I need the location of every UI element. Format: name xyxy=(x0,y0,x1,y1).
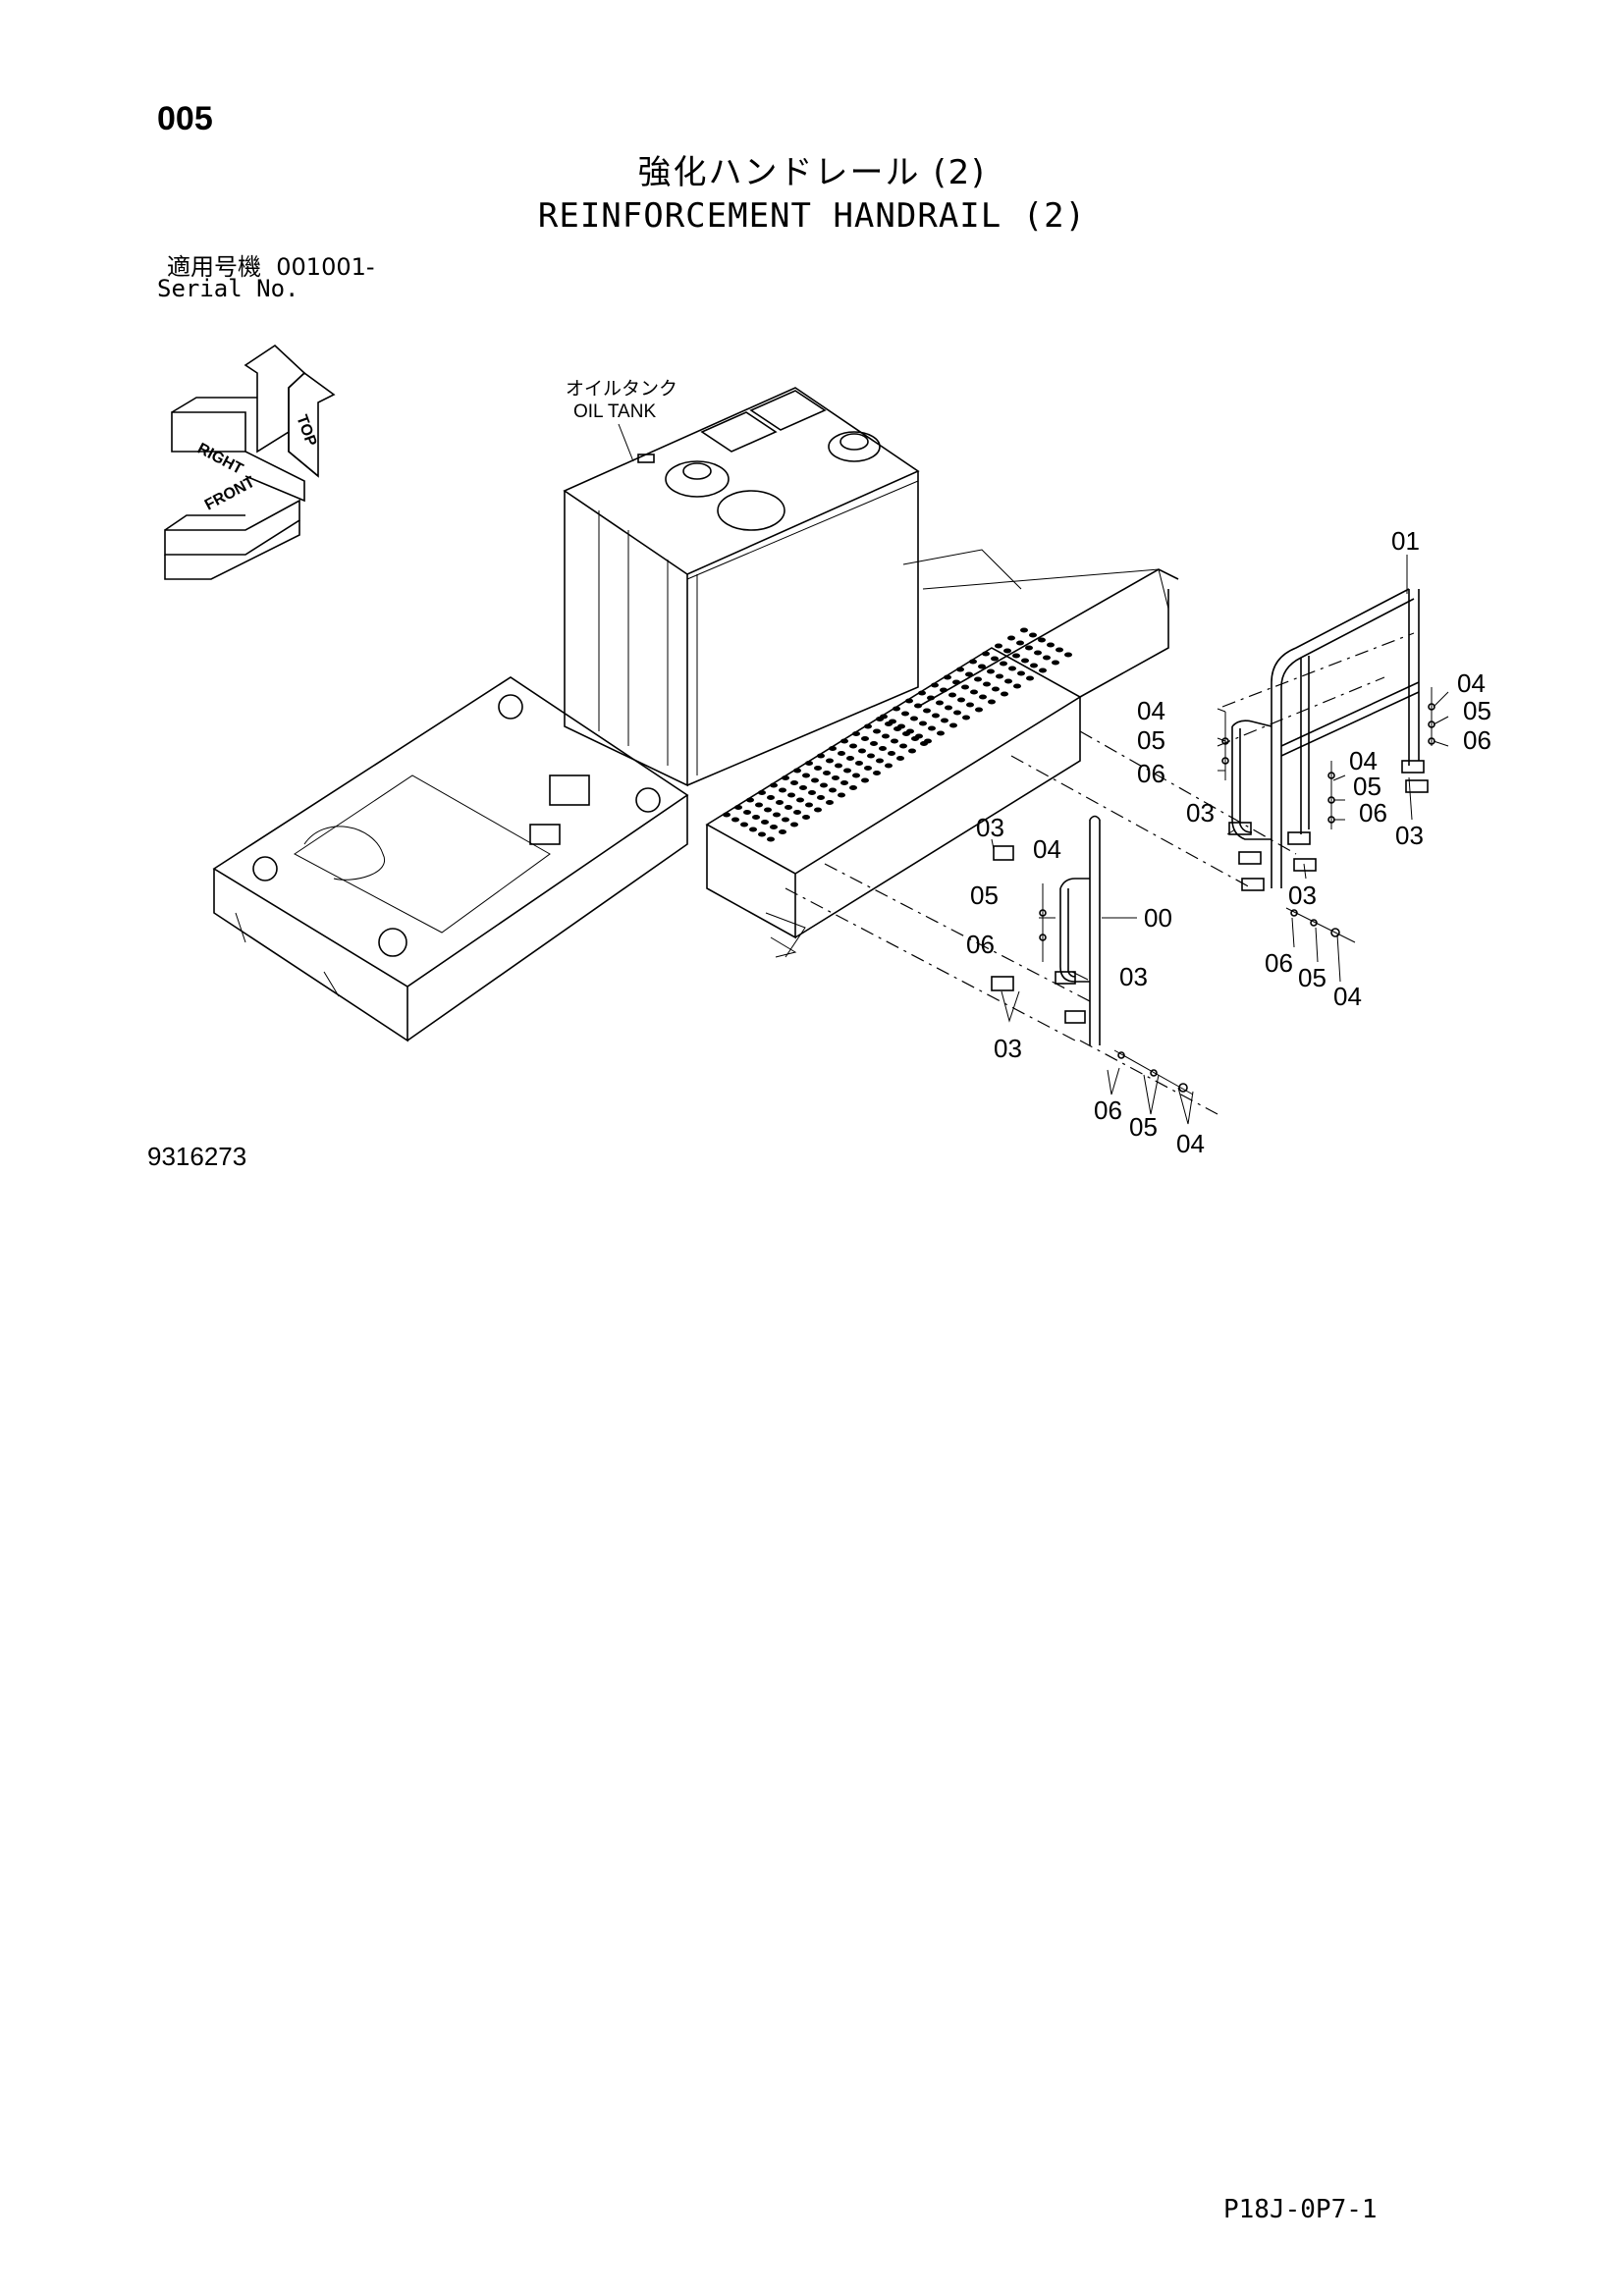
axis-top-label: TOP xyxy=(293,413,319,450)
callout-04: 04 xyxy=(1457,668,1486,698)
oil-tank-leader xyxy=(618,423,634,462)
serial-value: 001001- xyxy=(276,253,375,281)
serial-label-japanese: 適用号機 001001- xyxy=(167,247,375,282)
page-number: 005 xyxy=(157,100,213,137)
callout-04: 04 xyxy=(1033,834,1061,864)
title-japanese: 強化ハンドレール (2) xyxy=(637,153,987,192)
callout-00: 00 xyxy=(1144,903,1172,933)
callout-06: 06 xyxy=(1137,759,1165,788)
leader-lines xyxy=(991,555,1449,1125)
drawing-number: 9316273 xyxy=(147,1142,247,1171)
callout-06: 06 xyxy=(1094,1095,1122,1125)
handrail-00 xyxy=(991,815,1101,1045)
callout-01: 01 xyxy=(1391,526,1420,556)
handrail-01 xyxy=(1228,588,1429,891)
orientation-indicator: TOP RIGHT FRONT xyxy=(164,344,336,580)
callout-03: 03 xyxy=(994,1034,1022,1063)
callout-06: 06 xyxy=(1265,948,1293,978)
callout-06: 06 xyxy=(966,930,995,959)
axis-right-label: RIGHT xyxy=(194,441,245,478)
oil-tank-label-en: OIL TANK xyxy=(573,401,656,422)
callouts: 00 01 03 03 03 03 03 03 04 04 04 04 04 0… xyxy=(966,526,1491,1158)
revolving-frame xyxy=(212,676,689,1042)
callout-04: 04 xyxy=(1349,746,1378,775)
sheet-code: P18J-0P7-1 xyxy=(1223,2195,1378,2224)
callout-05: 05 xyxy=(970,881,999,910)
step-grating xyxy=(723,627,1072,842)
step-frame xyxy=(705,549,1179,958)
callout-05: 05 xyxy=(1463,696,1491,725)
hardware-bolts xyxy=(1039,687,1435,1095)
axis-front-label: FRONT xyxy=(202,474,258,514)
callout-06: 06 xyxy=(1359,798,1387,828)
callout-06: 06 xyxy=(1463,725,1491,755)
callout-05: 05 xyxy=(1137,725,1165,755)
oil-tank xyxy=(563,387,920,787)
callout-03: 03 xyxy=(1395,821,1424,850)
callout-05: 05 xyxy=(1353,772,1381,801)
callout-03: 03 xyxy=(1288,881,1317,910)
callout-03: 03 xyxy=(976,813,1004,842)
serial-label-english: Serial No. xyxy=(157,275,299,302)
callout-04: 04 xyxy=(1333,982,1362,1011)
callout-05: 05 xyxy=(1298,963,1326,992)
callout-04: 04 xyxy=(1137,696,1165,725)
callout-03: 03 xyxy=(1119,962,1148,991)
callout-04: 04 xyxy=(1176,1129,1205,1158)
serial-label-jp-text: 適用号機 xyxy=(167,253,261,281)
oil-tank-label-jp: オイルタンク xyxy=(566,378,677,400)
callout-05: 05 xyxy=(1129,1112,1158,1142)
title-english: REINFORCEMENT HANDRAIL (2) xyxy=(537,196,1087,236)
callout-03: 03 xyxy=(1186,798,1215,828)
